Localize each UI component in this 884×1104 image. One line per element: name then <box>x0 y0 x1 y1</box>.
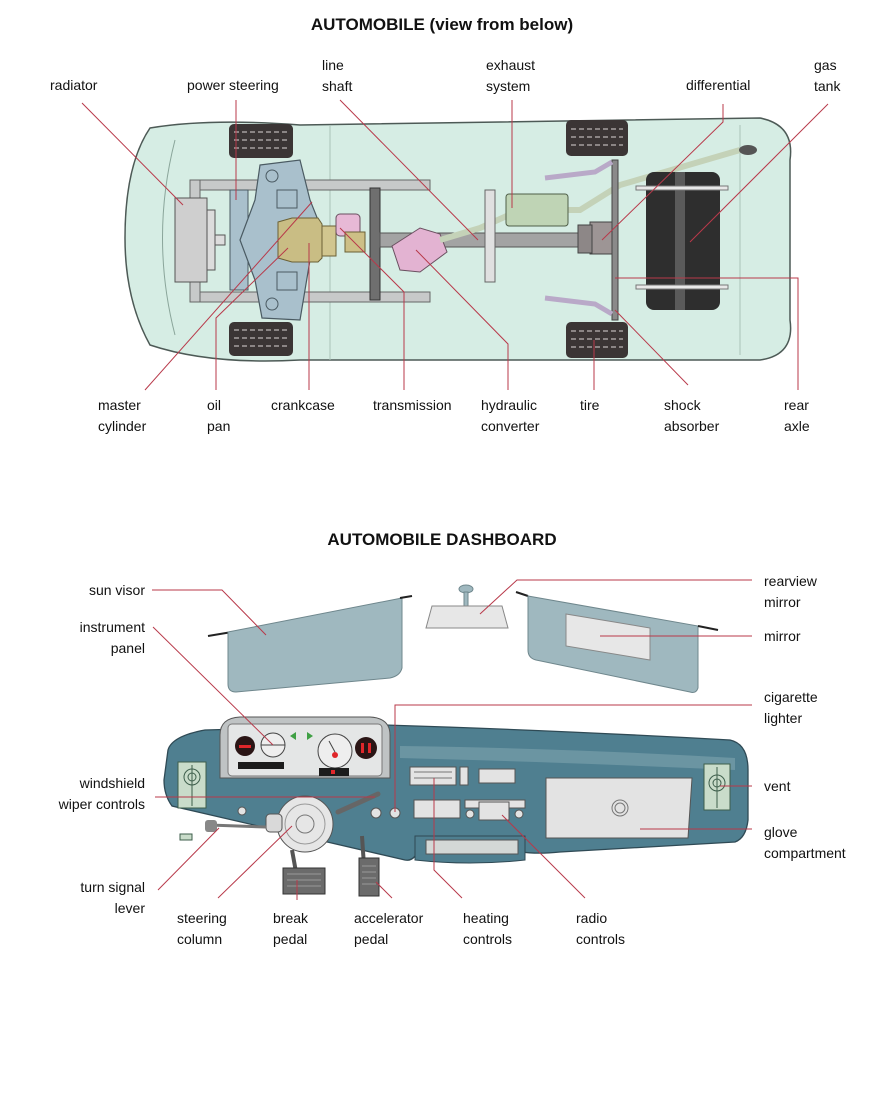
tire-front-top <box>229 124 293 158</box>
leader-transmission <box>339 227 405 390</box>
leader-turn-signal <box>157 827 220 891</box>
label-heating-controls: heating controls <box>463 910 513 947</box>
leader-gas-tank <box>689 103 829 243</box>
label-mirror: mirror <box>764 628 801 644</box>
frame-rail-bottom <box>189 291 431 303</box>
heating-controls-shape <box>409 766 457 786</box>
frame-rail-top <box>189 179 431 191</box>
dashboard-leader-lines <box>152 579 752 900</box>
label-radio-controls: radio controls <box>576 910 626 947</box>
label-sun-visor: sun visor <box>88 582 145 598</box>
radio-controls-shape <box>478 801 510 821</box>
label-cigarette-lighter: cigarette lighter <box>764 689 818 726</box>
label-rear-axle: rear axle <box>784 397 810 434</box>
label-shock-absorber: shock absorber <box>664 397 720 434</box>
leader-oil-pan <box>215 247 289 390</box>
label-instrument-panel: instrument panel <box>79 619 145 656</box>
radiator-shape <box>174 197 208 283</box>
label-steering-column: steering column <box>177 910 227 947</box>
label-rearview-mirror: rearview mirror <box>764 573 817 610</box>
vent-right-shape <box>703 763 731 811</box>
lower-center-vents <box>425 839 519 855</box>
label-windshield-wiper-controls: windshield wiper controls <box>58 775 145 812</box>
label-master-cylinder: master cylinder <box>98 397 147 434</box>
underbody-title: AUTOMOBILE (view from below) <box>310 15 574 34</box>
tire-rear-top <box>566 120 628 156</box>
label-power-steering: power steering <box>187 77 279 93</box>
leader-steering-column <box>217 825 293 899</box>
tire-rear-bottom <box>566 322 628 358</box>
leader-cigarette-lighter <box>394 704 752 812</box>
brake-pedal-shape <box>282 867 326 895</box>
crankcase-shape <box>277 217 323 263</box>
tire-front-bottom <box>229 322 293 356</box>
shock-absorber-top <box>544 159 614 181</box>
leader-sun-visor <box>152 589 267 636</box>
label-radiator: radiator <box>50 77 98 93</box>
sun-visor-left <box>227 597 403 693</box>
label-tire: tire <box>580 397 600 413</box>
vent-left-shape <box>177 761 207 809</box>
shock-absorber-bottom <box>544 295 614 317</box>
label-vent: vent <box>764 778 791 794</box>
leader-line-shaft <box>339 99 479 241</box>
underbody-leader-lines <box>81 99 829 391</box>
vanity-mirror <box>565 613 651 661</box>
leader-radio-controls <box>501 814 586 899</box>
label-line-shaft: line shaft <box>322 57 353 94</box>
rear-axle-shape <box>611 159 619 321</box>
accelerator-pedal-shape <box>358 857 380 897</box>
label-oil-pan: oil pan <box>207 397 231 434</box>
label-turn-signal-lever: turn signal lever <box>80 879 145 916</box>
label-crankcase: crankcase <box>271 397 335 413</box>
gauge-right-warning <box>355 737 377 759</box>
label-accelerator-pedal: accelerator pedal <box>354 910 424 947</box>
hydraulic-converter-shape <box>391 227 448 273</box>
label-transmission: transmission <box>373 397 452 413</box>
leader-rearview-mirror <box>479 579 752 615</box>
leader-accelerator-pedal <box>375 881 393 899</box>
dashboard-title: AUTOMOBILE DASHBOARD <box>327 530 557 549</box>
turn-signal-stalk <box>208 823 267 829</box>
muffler <box>505 193 569 227</box>
leader-differential <box>601 104 724 241</box>
leader-master-cylinder <box>144 201 313 391</box>
label-hydraulic-converter: hydraulic converter <box>481 397 540 434</box>
leader-radiator <box>81 102 184 206</box>
label-break-pedal: break pedal <box>273 910 309 947</box>
leader-heating-controls <box>433 778 463 899</box>
label-differential: differential <box>686 77 751 93</box>
label-gas-tank: gas tank <box>814 57 841 94</box>
leader-instrument-panel <box>152 626 274 746</box>
leader-shock-absorber <box>614 309 689 386</box>
leader-rear-axle <box>615 277 799 390</box>
glove-compartment-shape <box>545 777 693 839</box>
label-exhaust-system: exhaust system <box>486 57 536 94</box>
rearview-mirror-shape <box>425 605 509 629</box>
leader-hydraulic-converter <box>415 249 509 390</box>
label-glove-compartment: glove compartment <box>764 824 846 861</box>
cross-member <box>369 187 381 301</box>
